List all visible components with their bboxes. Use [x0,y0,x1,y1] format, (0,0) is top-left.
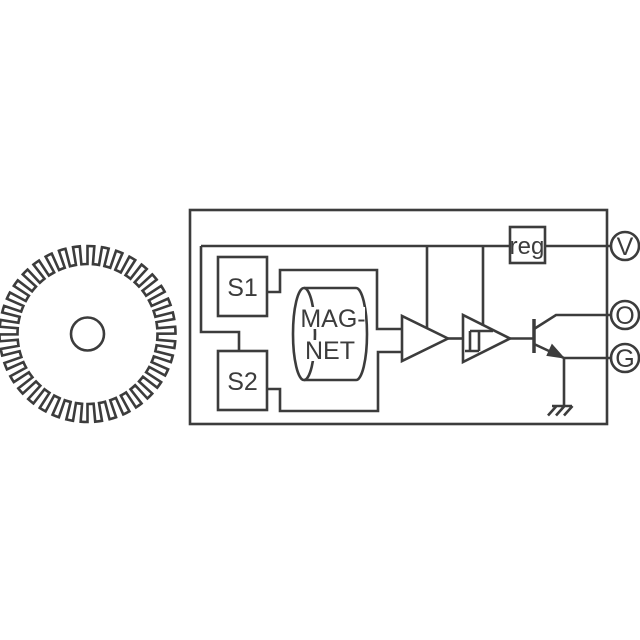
emitter-arrow-icon [546,343,566,359]
s2-signal-wire [267,350,402,413]
ground-symbol [547,358,574,417]
magnet-label-line1: MAG- [300,305,365,333]
terminal-supply: V [609,230,640,262]
regulator-block [508,225,547,265]
terminal-supply-circle [609,230,640,262]
collector-wire [533,313,611,331]
magnet-label-mask-2 [305,340,355,361]
regulator-label: reg [510,233,545,260]
schmitt-trigger-symbol [461,312,513,365]
chip-boundary [188,208,609,426]
emitter-wire [533,342,611,360]
s1-block [216,255,269,318]
terminal-ground: G [609,342,640,374]
s2-block [216,349,269,412]
magnet-label-mask-1 [301,307,365,329]
terminal-output: O [609,299,640,331]
amplifier-symbol [400,313,451,364]
magnet-body [291,286,369,382]
hysteresis-icon [465,329,493,353]
magnet-endcap-arc [303,286,317,382]
s2-label: S2 [227,368,258,396]
ground-hatch-icon [547,404,574,417]
terminal-supply-label: V [617,233,634,261]
magnet-label-line2: NET [305,337,355,365]
s1-signal-wire [267,268,402,331]
terminal-output-circle [609,299,640,331]
circuit-group: MAG- NET reg V [188,208,640,426]
terminal-ground-label: G [615,345,634,373]
gear-hub-hole [69,316,106,352]
gear-teeth-outline [0,244,177,424]
rail-to-s2-wire [199,246,241,351]
terminal-output-label: O [615,302,634,330]
s1-label: S1 [227,274,258,302]
terminal-ground-circle [609,342,640,374]
gear-wheel-group [0,244,177,424]
transistor-symbol [532,313,611,360]
